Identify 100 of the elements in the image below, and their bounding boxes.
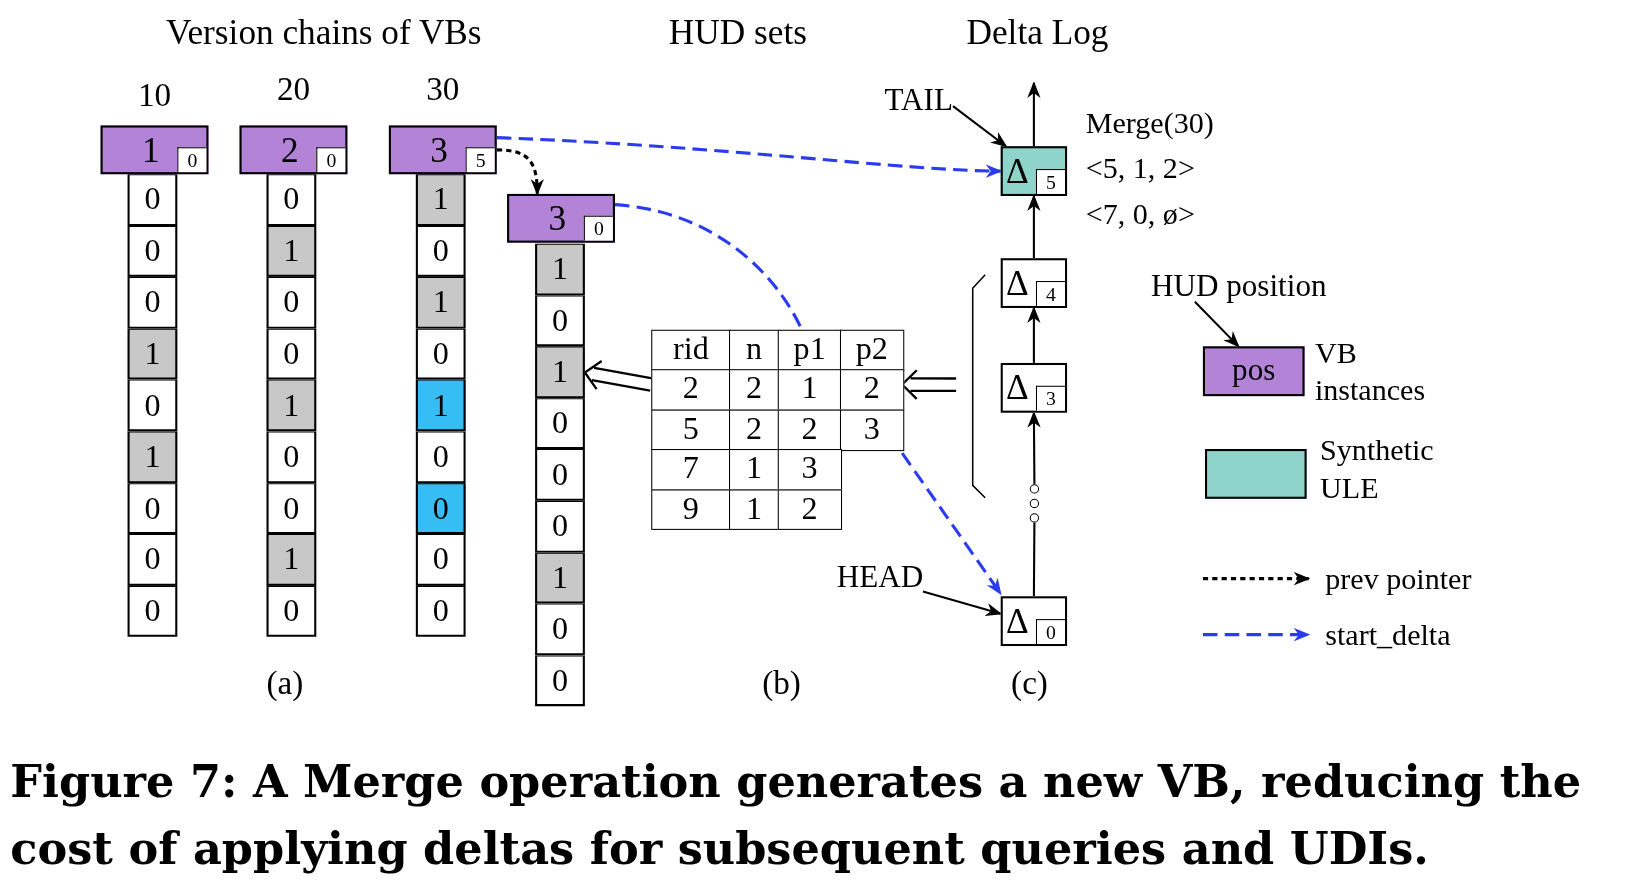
- hud-table: [651, 329, 903, 529]
- legend-text: prev pointer: [1325, 561, 1472, 598]
- table-cell: p2: [839, 329, 904, 372]
- ellipsis-dot: [1029, 498, 1040, 509]
- bit-cell: 0: [535, 449, 585, 501]
- heading: HUD sets: [668, 12, 807, 52]
- table-cell: 2: [777, 409, 842, 451]
- pointer-label: HEAD: [836, 560, 924, 594]
- bit-cell: 0: [535, 398, 585, 450]
- block-number: 1: [142, 129, 160, 172]
- arrow: [1194, 301, 1240, 348]
- heading: Version chains of VBs: [165, 12, 482, 52]
- figure-caption: Figure 7: A Merge operation generates a new VB, reducing the cost of applying deltas for subsequent queries and UDIs.: [10, 754, 1583, 877]
- table-cell: 1: [777, 369, 842, 411]
- table-cell: rid: [651, 329, 731, 372]
- delta-symbol: Δ: [1005, 600, 1029, 642]
- dashed-arrow: [900, 452, 1002, 596]
- delta-symbol: Δ: [1005, 367, 1029, 409]
- bit-cell: 0: [127, 482, 178, 535]
- bit-cell: 0: [535, 655, 585, 707]
- vb-header-box: [507, 193, 615, 243]
- pointer-label: HUD position: [1151, 268, 1327, 302]
- bit-cell: 0: [127, 379, 178, 432]
- bit-cell: 1: [535, 243, 585, 296]
- position-box: 5: [1035, 169, 1065, 194]
- heading: Delta Log: [966, 12, 1109, 52]
- bit-cell: 0: [415, 431, 466, 483]
- position-box: 5: [465, 147, 495, 173]
- bit-cell: 1: [415, 277, 466, 329]
- column-number: 20: [275, 69, 312, 108]
- arrow: [1027, 411, 1041, 485]
- bit-cell: 0: [535, 500, 585, 553]
- bit-cell: 0: [415, 225, 466, 278]
- bit-cell: 0: [266, 277, 317, 329]
- legend-swatch: pos: [1202, 346, 1305, 397]
- position-box: 0: [583, 215, 613, 241]
- bit-cell: 1: [266, 534, 317, 586]
- delta-box: [1000, 258, 1068, 308]
- position-box: 0: [1035, 619, 1065, 644]
- arrow: [1027, 306, 1041, 363]
- arrow: [952, 105, 1008, 148]
- ellipsis-dot: [1029, 513, 1040, 523]
- panel-label: (b): [762, 663, 801, 703]
- block-number: 2: [281, 129, 299, 172]
- bit-cell: 0: [266, 482, 317, 535]
- legend-text: VB instances: [1314, 335, 1427, 409]
- table-cell: 3: [839, 409, 904, 451]
- table-cell: n: [729, 329, 780, 372]
- pointer-label: TAIL: [884, 82, 953, 117]
- table-cell: 9: [651, 489, 731, 531]
- delta-box: [1000, 362, 1068, 413]
- table-cell: 2: [729, 409, 780, 451]
- annotation: <5, 1, 2>: [1085, 151, 1195, 186]
- bit-cell: 0: [127, 585, 178, 638]
- position-box: 4: [1035, 281, 1065, 306]
- position-box: 3: [1035, 385, 1065, 411]
- column-number: 10: [136, 75, 173, 115]
- bit-cell: 0: [415, 328, 466, 380]
- bit-cell: 0: [127, 534, 178, 586]
- annotation: Merge(30): [1085, 105, 1214, 140]
- table-cell: 2: [839, 369, 904, 411]
- bit-cell: 0: [266, 328, 317, 380]
- bit-cell: 0: [266, 431, 317, 483]
- table-cell: 3: [777, 449, 842, 491]
- delta-box: [1000, 146, 1068, 196]
- position-box: 0: [316, 147, 346, 173]
- table-cell: 2: [777, 489, 842, 531]
- arrow: [1027, 194, 1041, 259]
- bit-cell: 0: [535, 295, 585, 347]
- table-cell: 2: [729, 369, 780, 411]
- bit-cell: 0: [127, 277, 178, 329]
- delta-box: [1000, 596, 1068, 647]
- arrow: [1027, 81, 1041, 147]
- table-cell: 1: [729, 489, 780, 531]
- bit-cell: 1: [415, 174, 466, 226]
- annotation: <7, 0, ø>: [1085, 197, 1195, 232]
- table-cell: p1: [777, 329, 842, 372]
- bit-cell: 1: [535, 552, 585, 604]
- dashed-arrow: [496, 148, 544, 196]
- bit-cell: 1: [415, 379, 466, 432]
- column-number: 30: [425, 69, 461, 108]
- block-number: 3: [430, 129, 448, 172]
- ellipsis-dot: [1029, 484, 1040, 494]
- table-cell: 5: [651, 409, 731, 451]
- bit-cell: 1: [266, 225, 317, 278]
- legend-text: start_delta: [1325, 617, 1451, 654]
- table-cell: 2: [651, 369, 731, 411]
- bit-cell: 0: [415, 585, 466, 638]
- bit-cell: 0: [266, 174, 317, 226]
- bit-cell: 0: [535, 603, 585, 656]
- block-number: 3: [548, 198, 567, 240]
- bit-cell: 0: [415, 482, 466, 535]
- panel-label: (a): [266, 663, 304, 703]
- connector-line: [1032, 522, 1036, 597]
- bit-cell: 1: [535, 346, 585, 398]
- panel-label: (c): [1011, 663, 1048, 703]
- bit-cell: 0: [266, 585, 317, 638]
- bit-cell: 0: [127, 225, 178, 278]
- table-cell: 1: [729, 449, 780, 491]
- delta-symbol: Δ: [1005, 150, 1029, 192]
